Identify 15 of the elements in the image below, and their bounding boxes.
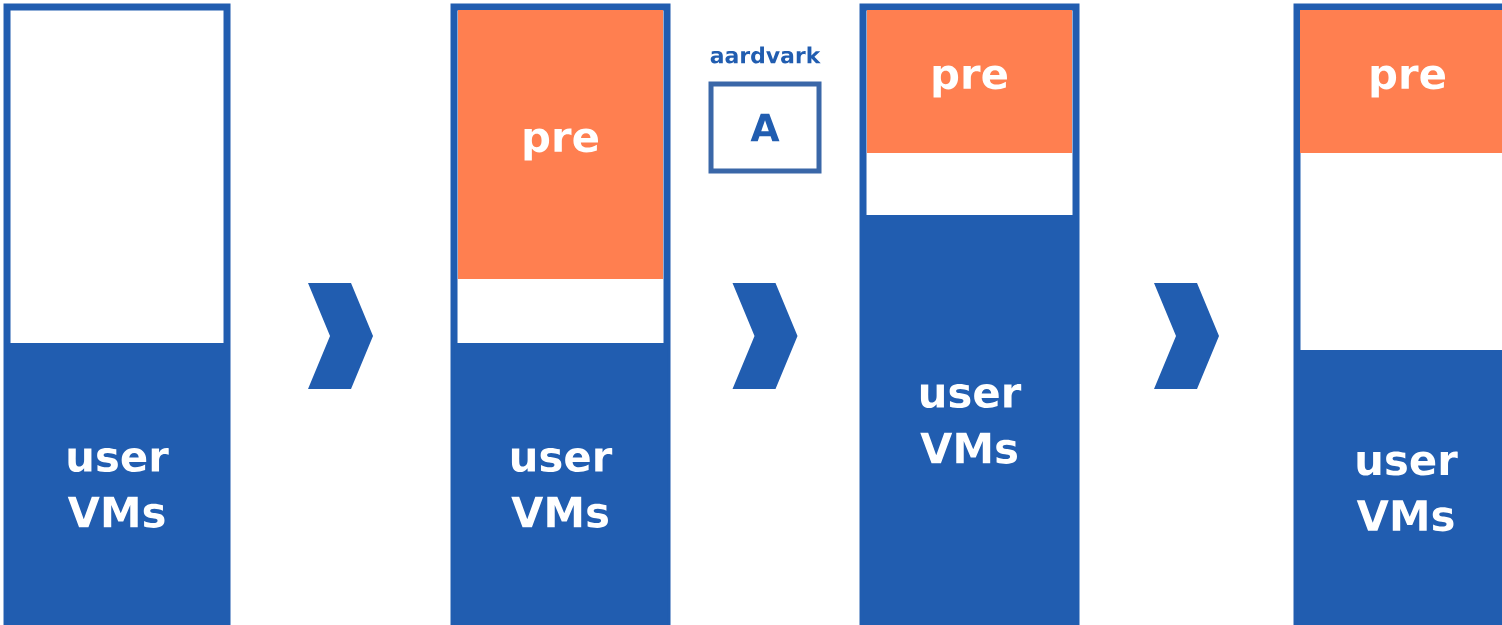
node-label: user VMs xyxy=(1356,451,1458,532)
node-label: user VMs xyxy=(511,448,613,528)
letter-box: A xyxy=(708,81,822,174)
memory-block: pre xyxy=(458,10,663,279)
memory-block: pre xyxy=(867,10,1072,153)
node-label: user VMs xyxy=(920,384,1022,464)
chevron-arrow xyxy=(1154,283,1219,389)
memory-block: user VMs xyxy=(863,215,1076,625)
memory-block: user VMs xyxy=(454,343,667,625)
chevron-arrow xyxy=(732,283,798,389)
box-heading: aardvark xyxy=(710,46,821,64)
memory-block: user VMs xyxy=(1297,350,1502,625)
chevron-arrow xyxy=(308,283,373,389)
memory-block: pre xyxy=(1300,10,1502,153)
memory-block: user VMs xyxy=(7,343,227,625)
